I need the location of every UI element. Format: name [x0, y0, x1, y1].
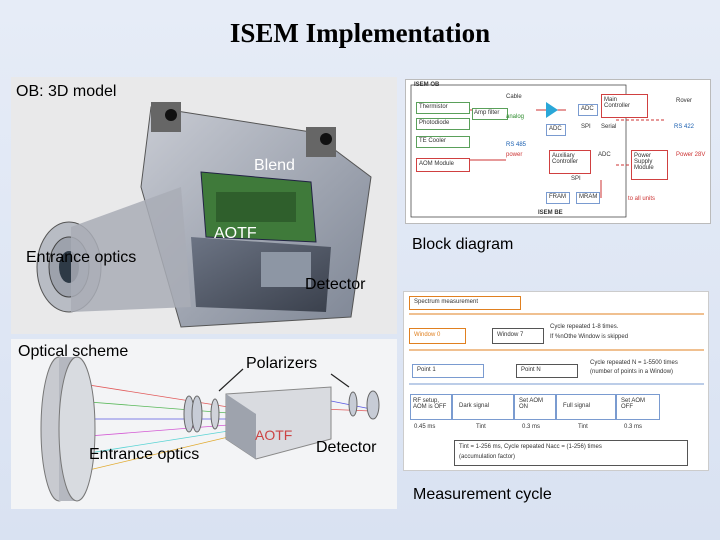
polarizers-label: Polarizers [246, 355, 318, 372]
window-7-box: Window 7 [492, 328, 544, 344]
to-all-units-label: to all units [628, 196, 656, 202]
rs485-label: RS 485 [506, 142, 527, 148]
spi-label-2: SPI [571, 176, 581, 182]
point-1-box: Point 1 [412, 364, 484, 378]
adc-block-1: ADC [578, 104, 598, 116]
optical-heading: Optical scheme [18, 343, 129, 360]
block-diagram: ISEM OB Thermistor Photodiode TE Cooler … [405, 79, 711, 224]
isem-be-label: ISEM BE [538, 210, 563, 216]
optical-scheme-image [11, 339, 397, 509]
point-n-box: Point N [516, 364, 578, 378]
measurement-cycle-diagram: Spectrum measurement Window 0 Window 7 C… [403, 291, 709, 471]
spectrum-measurement-box: Spectrum measurement [409, 296, 521, 310]
repeat-n-2: (number of points in a Window) [590, 369, 674, 375]
amp-filter-block: Amp filter [472, 108, 508, 120]
bd-header: ISEM OB [414, 82, 440, 88]
time-4: Tint [578, 424, 588, 430]
measurement-cycle-caption: Measurement cycle [413, 486, 552, 503]
time-5: 0.3 ms [624, 424, 643, 430]
time-1: 0.45 ms [414, 424, 436, 430]
page-title: ISEM Implementation [229, 18, 491, 48]
repeat-n-1: Cycle repeated N = 1-5500 times [590, 360, 678, 366]
spi-label: SPI [581, 124, 591, 130]
dark-signal-box: Dark signal [452, 394, 514, 420]
optical-entrance-label: Entrance optics [89, 446, 200, 463]
time-2: Tint [476, 424, 486, 430]
analog-label: analog [506, 114, 525, 120]
set-aom-on-box: Set AOM ON [514, 394, 556, 420]
optical-aotf-label: AOTF [255, 427, 293, 443]
photodiode-block: Photodiode [416, 118, 470, 130]
repeat-note-1: Cycle repeated 1-8 times. [550, 324, 619, 330]
detector-label: Detector [305, 276, 366, 293]
rs422-label: RS 422 [674, 124, 695, 130]
cable-label: Cable [506, 94, 522, 100]
set-aom-off-box: Set AOM OFF [616, 394, 660, 420]
mram-block: MRAM [576, 192, 600, 204]
aom-module-block: AOM Module [416, 158, 470, 172]
full-signal-box: Full signal [556, 394, 616, 420]
power-label: power [506, 152, 523, 158]
fram-block: FRAM [546, 192, 570, 204]
3d-model-image [11, 77, 397, 334]
serial-label: Serial [601, 124, 617, 130]
optical-detector-label: Detector [316, 439, 377, 456]
power-28v-label: Power 28V [676, 152, 706, 158]
3d-model-panel: OB: 3D model Blend AOTF Entrance optics … [11, 77, 397, 334]
entrance-optics-label: Entrance optics [26, 249, 137, 266]
power-supply-block: Power Supply Module [631, 150, 668, 180]
formula-box: Tint = 1-256 ms, Cycle repeated Nacc = (… [454, 440, 688, 466]
rover-label: Rover [676, 98, 693, 104]
cycle-lines [409, 313, 704, 385]
block-diagram-lines [410, 84, 666, 218]
aotf-label: AOTF [214, 225, 257, 242]
optical-scheme-panel: Optical scheme Polarizers AOTF Entrance … [11, 339, 397, 509]
aux-controller-block: Auxiliary Controller [549, 150, 591, 174]
thermistor-block: Thermistor [416, 102, 470, 114]
rf-setup-box: RF setup, AOM is OFF [410, 394, 452, 420]
repeat-note-2: If %nOthe Window is skipped [550, 334, 629, 340]
blend-label: Blend [254, 157, 295, 174]
time-3: 0.3 ms [522, 424, 541, 430]
window-0-box: Window 0 [409, 328, 466, 344]
te-cooler-block: TE Cooler [416, 136, 470, 148]
main-controller-block: Main Controller [601, 94, 648, 118]
adc-label-3: ADC [598, 152, 611, 158]
adc-block-2: ADC [546, 124, 566, 136]
block-diagram-caption: Block diagram [412, 236, 514, 253]
model-heading: OB: 3D model [16, 83, 117, 100]
